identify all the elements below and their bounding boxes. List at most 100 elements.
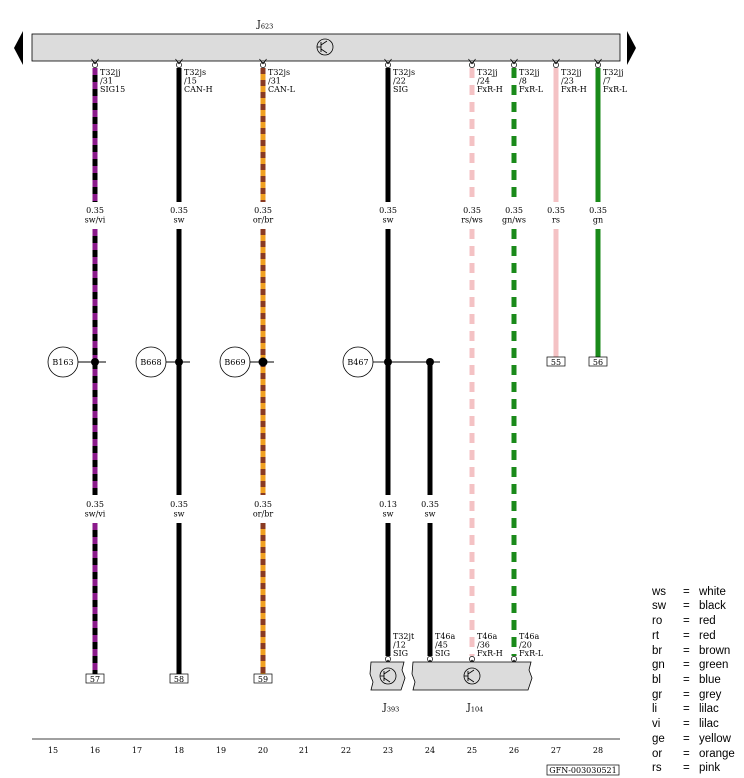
component-j104: J104: [411, 661, 533, 714]
legend-code: li: [652, 703, 657, 715]
splice-label: B467: [347, 358, 368, 367]
wires: [92, 68, 601, 674]
legend-eq: =: [683, 718, 690, 730]
legend-name: pink: [699, 762, 720, 774]
ref-box: 56: [593, 358, 603, 367]
legend-eq: =: [683, 615, 690, 627]
column-number: 22: [341, 746, 351, 755]
legend-eq: =: [683, 645, 690, 657]
legend-eq: =: [683, 600, 690, 612]
column-number: 25: [467, 746, 477, 755]
legend-code: sw: [652, 600, 667, 612]
component-label: J104: [466, 702, 483, 714]
control-unit-j623: [14, 31, 636, 65]
column-number: 16: [90, 746, 100, 755]
column-number: 26: [509, 746, 519, 755]
control-unit-bar: [31, 33, 621, 62]
splice-circle: [342, 346, 374, 378]
splice-dot: [384, 358, 392, 366]
splices: B163 B668 B669 B467: [47, 346, 434, 378]
end-refs: 57 58 59: [85, 673, 273, 684]
splice-label: B669: [224, 358, 245, 367]
ref-box: 59: [258, 675, 268, 684]
arrow-left-icon: [14, 31, 23, 65]
legend-name: yellow: [699, 733, 732, 745]
legend-eq: =: [683, 703, 690, 715]
legend-eq: =: [683, 733, 690, 745]
arrow-right-icon: [627, 31, 636, 65]
splice-label: B668: [140, 358, 161, 367]
ref-box: 57: [90, 675, 100, 684]
legend-name: red: [699, 630, 716, 642]
column-number: 24: [425, 746, 435, 755]
legend-code: rs: [652, 762, 662, 774]
legend-code: vi: [652, 718, 660, 730]
splice-circle: [47, 346, 79, 378]
column-numbers: 15 16 17 18 19 20 21 22 23 24 25 26 27 2…: [48, 746, 603, 755]
transistor-icon: [463, 667, 481, 685]
legend-name: green: [699, 659, 728, 671]
column-number: 18: [174, 746, 184, 755]
ref-box: 55: [551, 358, 561, 367]
legend-code: ws: [651, 586, 666, 598]
legend-code: rt: [652, 630, 660, 642]
splice-dot: [175, 358, 183, 366]
component-label: J393: [382, 702, 399, 714]
legend-code: gn: [652, 659, 665, 671]
column-number: 19: [216, 746, 226, 755]
transistor-icon: [316, 38, 334, 56]
legend-eq: =: [683, 689, 690, 701]
component-title: J623: [256, 19, 273, 31]
ref-box: 58: [174, 675, 184, 684]
legend-name: lilac: [699, 718, 719, 730]
column-number: 28: [593, 746, 603, 755]
legend-code: br: [652, 645, 662, 657]
legend-code: or: [652, 748, 662, 760]
column-number: 23: [383, 746, 393, 755]
color-legend: ws=white sw=black ro=red rt=red br=brown…: [651, 586, 735, 774]
splice-dot: [258, 357, 268, 367]
splice-circle: [135, 346, 167, 378]
splice-label: B163: [52, 358, 73, 367]
component-j393: J393: [369, 661, 406, 714]
mid-refs: 55 56: [546, 356, 608, 367]
transistor-icon: [379, 667, 397, 685]
bottom-pin-markers: [384, 656, 518, 666]
legend-eq: =: [683, 674, 690, 686]
legend-name: black: [699, 600, 726, 612]
legend-name: lilac: [699, 703, 719, 715]
legend-code: gr: [652, 689, 662, 701]
legend-name: red: [699, 615, 716, 627]
legend-eq: =: [683, 748, 690, 760]
splice-dot: [426, 358, 434, 366]
column-number: 20: [258, 746, 268, 755]
legend-name: orange: [699, 748, 735, 760]
legend-eq: =: [683, 586, 690, 598]
splice-circle: [219, 346, 251, 378]
